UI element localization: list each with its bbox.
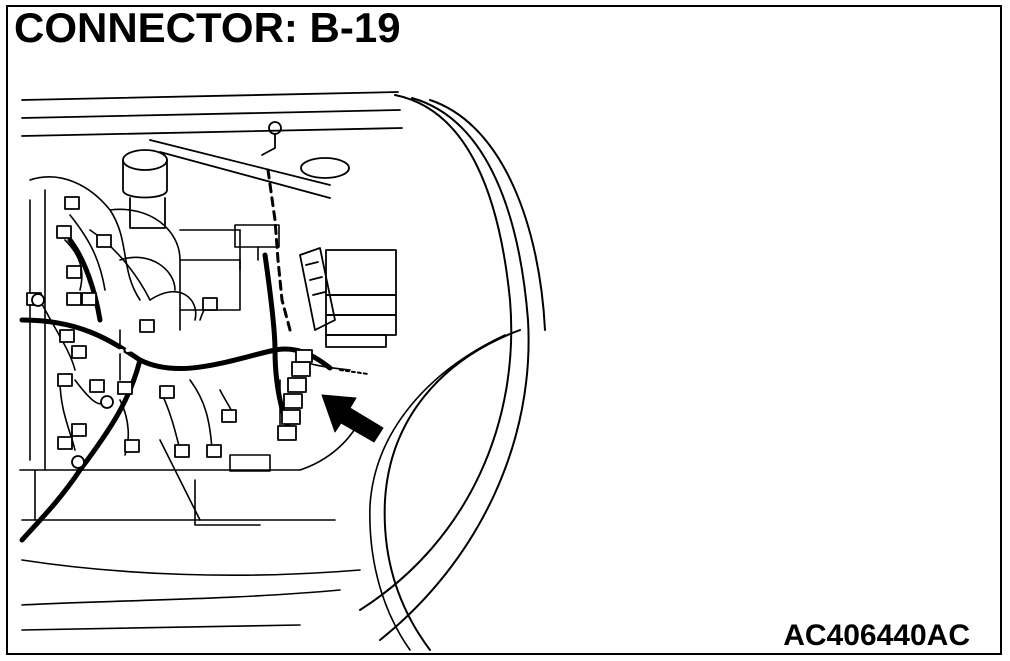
- upper-block: [234, 224, 280, 261]
- cowl-oval: [300, 157, 350, 179]
- cowl-lines: [21, 91, 403, 199]
- reservoir: [122, 149, 168, 229]
- pointer-arrow: [321, 394, 384, 443]
- wiring-harness: [19, 237, 333, 543]
- b19-connector-stack: [277, 349, 313, 441]
- connector-group: [26, 196, 237, 469]
- diagram-frame: [6, 5, 1002, 655]
- connector-title: CONNECTOR: B-19: [14, 4, 401, 51]
- harness-tape: [98, 168, 292, 357]
- bracket: [159, 439, 271, 526]
- figure-code: AC406440AC: [783, 619, 970, 652]
- connector-lead: [339, 369, 369, 375]
- ground-terminal: [261, 121, 282, 156]
- thin-wires: [39, 214, 351, 456]
- wheel-arch-inner: [369, 334, 506, 651]
- wheel-arch: [383, 329, 521, 651]
- relay-box: [299, 247, 397, 348]
- fender-outline: [359, 94, 546, 641]
